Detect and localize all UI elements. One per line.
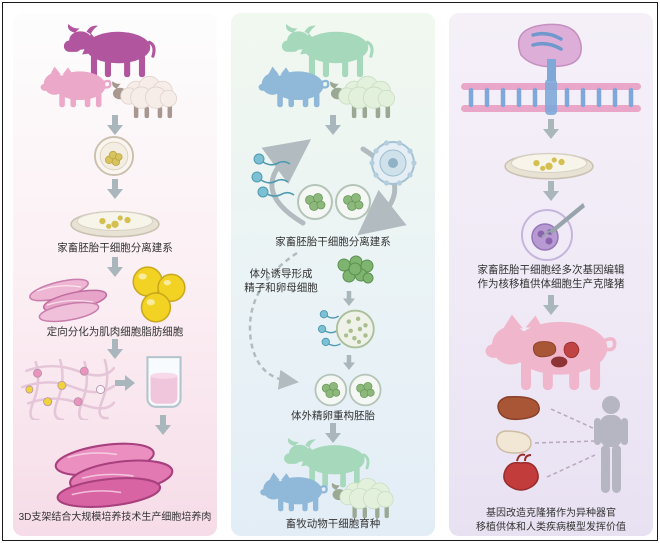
pig-icon xyxy=(257,65,331,108)
down-arrow-icon xyxy=(343,291,355,306)
liver-icon xyxy=(532,341,557,358)
dashed-induction-arrow xyxy=(237,249,347,399)
organ-transplant-diagram xyxy=(459,391,643,503)
blastocyst-icon xyxy=(93,135,135,177)
caption-cultured-meat-production: 3D支架结合大规模培养技术生产细胞培养肉 xyxy=(18,512,212,523)
down-arrow-icon xyxy=(107,339,123,359)
pig-icon xyxy=(259,471,329,512)
cow-icon xyxy=(63,23,159,79)
caption-gene-editing-cloning: 家畜胚胎干细胞经多次基因编辑 作为核移植供体细胞生产克隆猪 xyxy=(477,264,625,291)
petri-dish-icon xyxy=(69,199,161,239)
caption-reconstructed-embryo: 体外精卵重构胚胎 xyxy=(291,410,375,422)
pig-icon xyxy=(39,65,113,108)
caption-differentiation: 定向分化为肌肉细胞脂肪细胞 xyxy=(46,326,184,338)
reconstructed-embryo-pair-icon xyxy=(309,371,387,409)
caption-organ-transplant-value: 基因改造克隆猪作为异种器官 移植供体和人类疾病模型发挥价值 xyxy=(476,508,626,533)
down-arrow-icon xyxy=(155,415,171,435)
kidney-icon xyxy=(551,356,568,368)
dashed-connectors xyxy=(534,408,596,478)
fertilization-icon xyxy=(315,305,379,353)
liver-icon xyxy=(497,395,540,421)
caption-gamete-induction: 体外诱导形成 精子和卵母细胞 xyxy=(244,268,318,295)
pig-with-organs-icon xyxy=(477,311,625,391)
oocyte-icon xyxy=(369,139,417,187)
sheep-icon xyxy=(109,73,185,119)
down-arrow-icon xyxy=(543,181,559,201)
down-arrow-icon xyxy=(107,179,123,199)
gene-editing-icon xyxy=(457,21,645,117)
panel-cloned-pig: 家畜胚胎干细胞经多次基因编辑 作为核移植供体细胞生产克隆猪 xyxy=(449,13,653,536)
cultured-meat-icon xyxy=(47,439,183,509)
cow-icon xyxy=(283,437,373,489)
right-arrow-icon xyxy=(115,375,135,391)
microinjection-icon xyxy=(515,201,585,263)
caption-stem-cell-breeding: 畜牧动物干细胞育种 xyxy=(285,518,381,530)
fat-cells-icon xyxy=(125,265,191,325)
sheep-icon xyxy=(329,475,401,519)
panel-stem-cell-breeding: 家畜胚胎干细胞分离建系 体外诱导形成 精子和卵母细胞 xyxy=(231,13,435,536)
down-arrow-icon xyxy=(107,257,123,277)
heart-icon xyxy=(503,461,539,491)
lung-icon xyxy=(495,430,532,454)
down-arrow-icon xyxy=(543,119,559,139)
scaffold-mesh-icon xyxy=(21,357,115,420)
human-silhouette-icon xyxy=(594,396,628,493)
sperm-icon xyxy=(249,149,309,199)
caption-esc-derivation: 家畜胚胎干细胞分离建系 xyxy=(275,236,391,248)
down-arrow-icon xyxy=(543,295,559,315)
sheep-icon xyxy=(327,73,403,119)
down-arrow-icon xyxy=(107,115,123,135)
cow-icon xyxy=(281,23,377,79)
stem-cell-cluster-icon xyxy=(331,253,379,289)
muscle-cells-icon xyxy=(25,275,117,323)
petri-dish-icon xyxy=(503,141,595,181)
down-arrow-icon xyxy=(343,355,355,370)
panel-cultured-meat: 家畜胚胎干细胞分离建系 xyxy=(13,13,217,536)
caption-esc-derivation: 家畜胚胎干细胞分离建系 xyxy=(57,242,173,254)
down-arrow-icon xyxy=(325,423,341,443)
beaker-icon xyxy=(141,353,187,413)
blastocyst-pair-icon xyxy=(295,181,373,223)
heart-icon xyxy=(563,341,580,359)
down-arrow-icon xyxy=(325,115,341,135)
